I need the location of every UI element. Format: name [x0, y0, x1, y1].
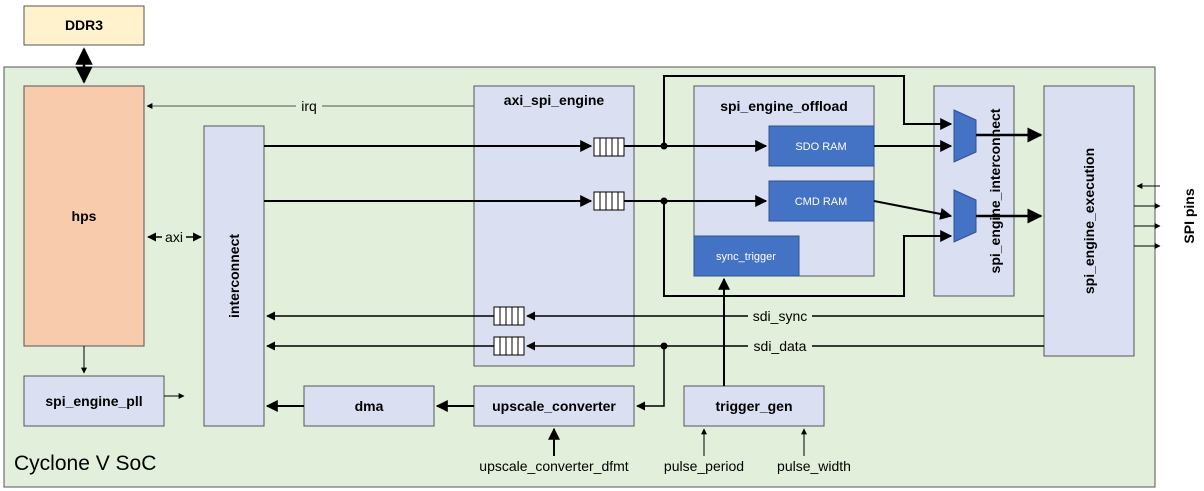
hps-label: hps: [72, 208, 97, 224]
cmd-ram-block: [768, 180, 875, 222]
dma-label: dma: [355, 398, 384, 414]
upscale-converter-label: upscale_converter: [492, 398, 616, 414]
sdi-data-to-upscale: [636, 346, 665, 411]
mux-lower: [953, 189, 977, 243]
interconnect-label: interconnect: [226, 234, 242, 318]
irq-label: irq: [301, 98, 317, 114]
sync-trigger-label: sync_trigger: [716, 251, 776, 263]
fifo-cmd: [593, 191, 625, 211]
soc-label: Cyclone V SoC: [14, 452, 156, 475]
trigger-gen-label: trigger_gen: [715, 398, 792, 414]
spi-engine-execution-block: [1043, 85, 1135, 357]
pulse-period-label: pulse_period: [664, 458, 744, 474]
mux-upper: [953, 109, 977, 163]
trigger-gen-block: [683, 385, 825, 427]
sdi-sync-label: sdi_sync: [753, 308, 807, 324]
cmd-bypass-path: [663, 201, 953, 297]
interconnect-block: [203, 125, 265, 427]
pulse-width-label: pulse_width: [777, 458, 851, 474]
axi-label: axi: [165, 229, 183, 245]
cmd-ram-label: CMD RAM: [795, 196, 848, 208]
sdi-data-label: sdi_data: [754, 338, 807, 354]
sdo-bypass-path: [663, 75, 953, 146]
spi-pins-label: SPI pins: [1181, 188, 1197, 243]
junction-cmd: [660, 197, 668, 205]
junction-sdo: [660, 142, 668, 150]
fifo-sdo: [593, 137, 625, 157]
ddr3-label: DDR3: [65, 17, 103, 33]
spi-engine-pll-label: spi_engine_pll: [45, 393, 142, 409]
sync-trigger-block: [693, 235, 800, 277]
cmd-ram-to-mux: [873, 200, 953, 220]
spi-engine-execution-label: spi_engine_execution: [1081, 148, 1097, 294]
axi-spi-engine-label: axi_spi_engine: [504, 92, 605, 108]
fifo-sdi-sync: [493, 306, 525, 326]
junction-sdi-data: [660, 342, 668, 350]
upscale-converter-dfmt-label: upscale_converter_dfmt: [479, 458, 629, 474]
hps-block: [23, 85, 145, 347]
sdo-ram-label: SDO RAM: [795, 141, 846, 153]
spi-engine-interconnect-label: spi_engine_interconnect: [987, 108, 1003, 273]
ddr3-block: [23, 5, 145, 46]
spi-engine-pll-block: [23, 375, 165, 427]
fifo-sdi-data: [493, 336, 525, 356]
spi-engine-offload-label: spi_engine_offload: [720, 98, 848, 114]
